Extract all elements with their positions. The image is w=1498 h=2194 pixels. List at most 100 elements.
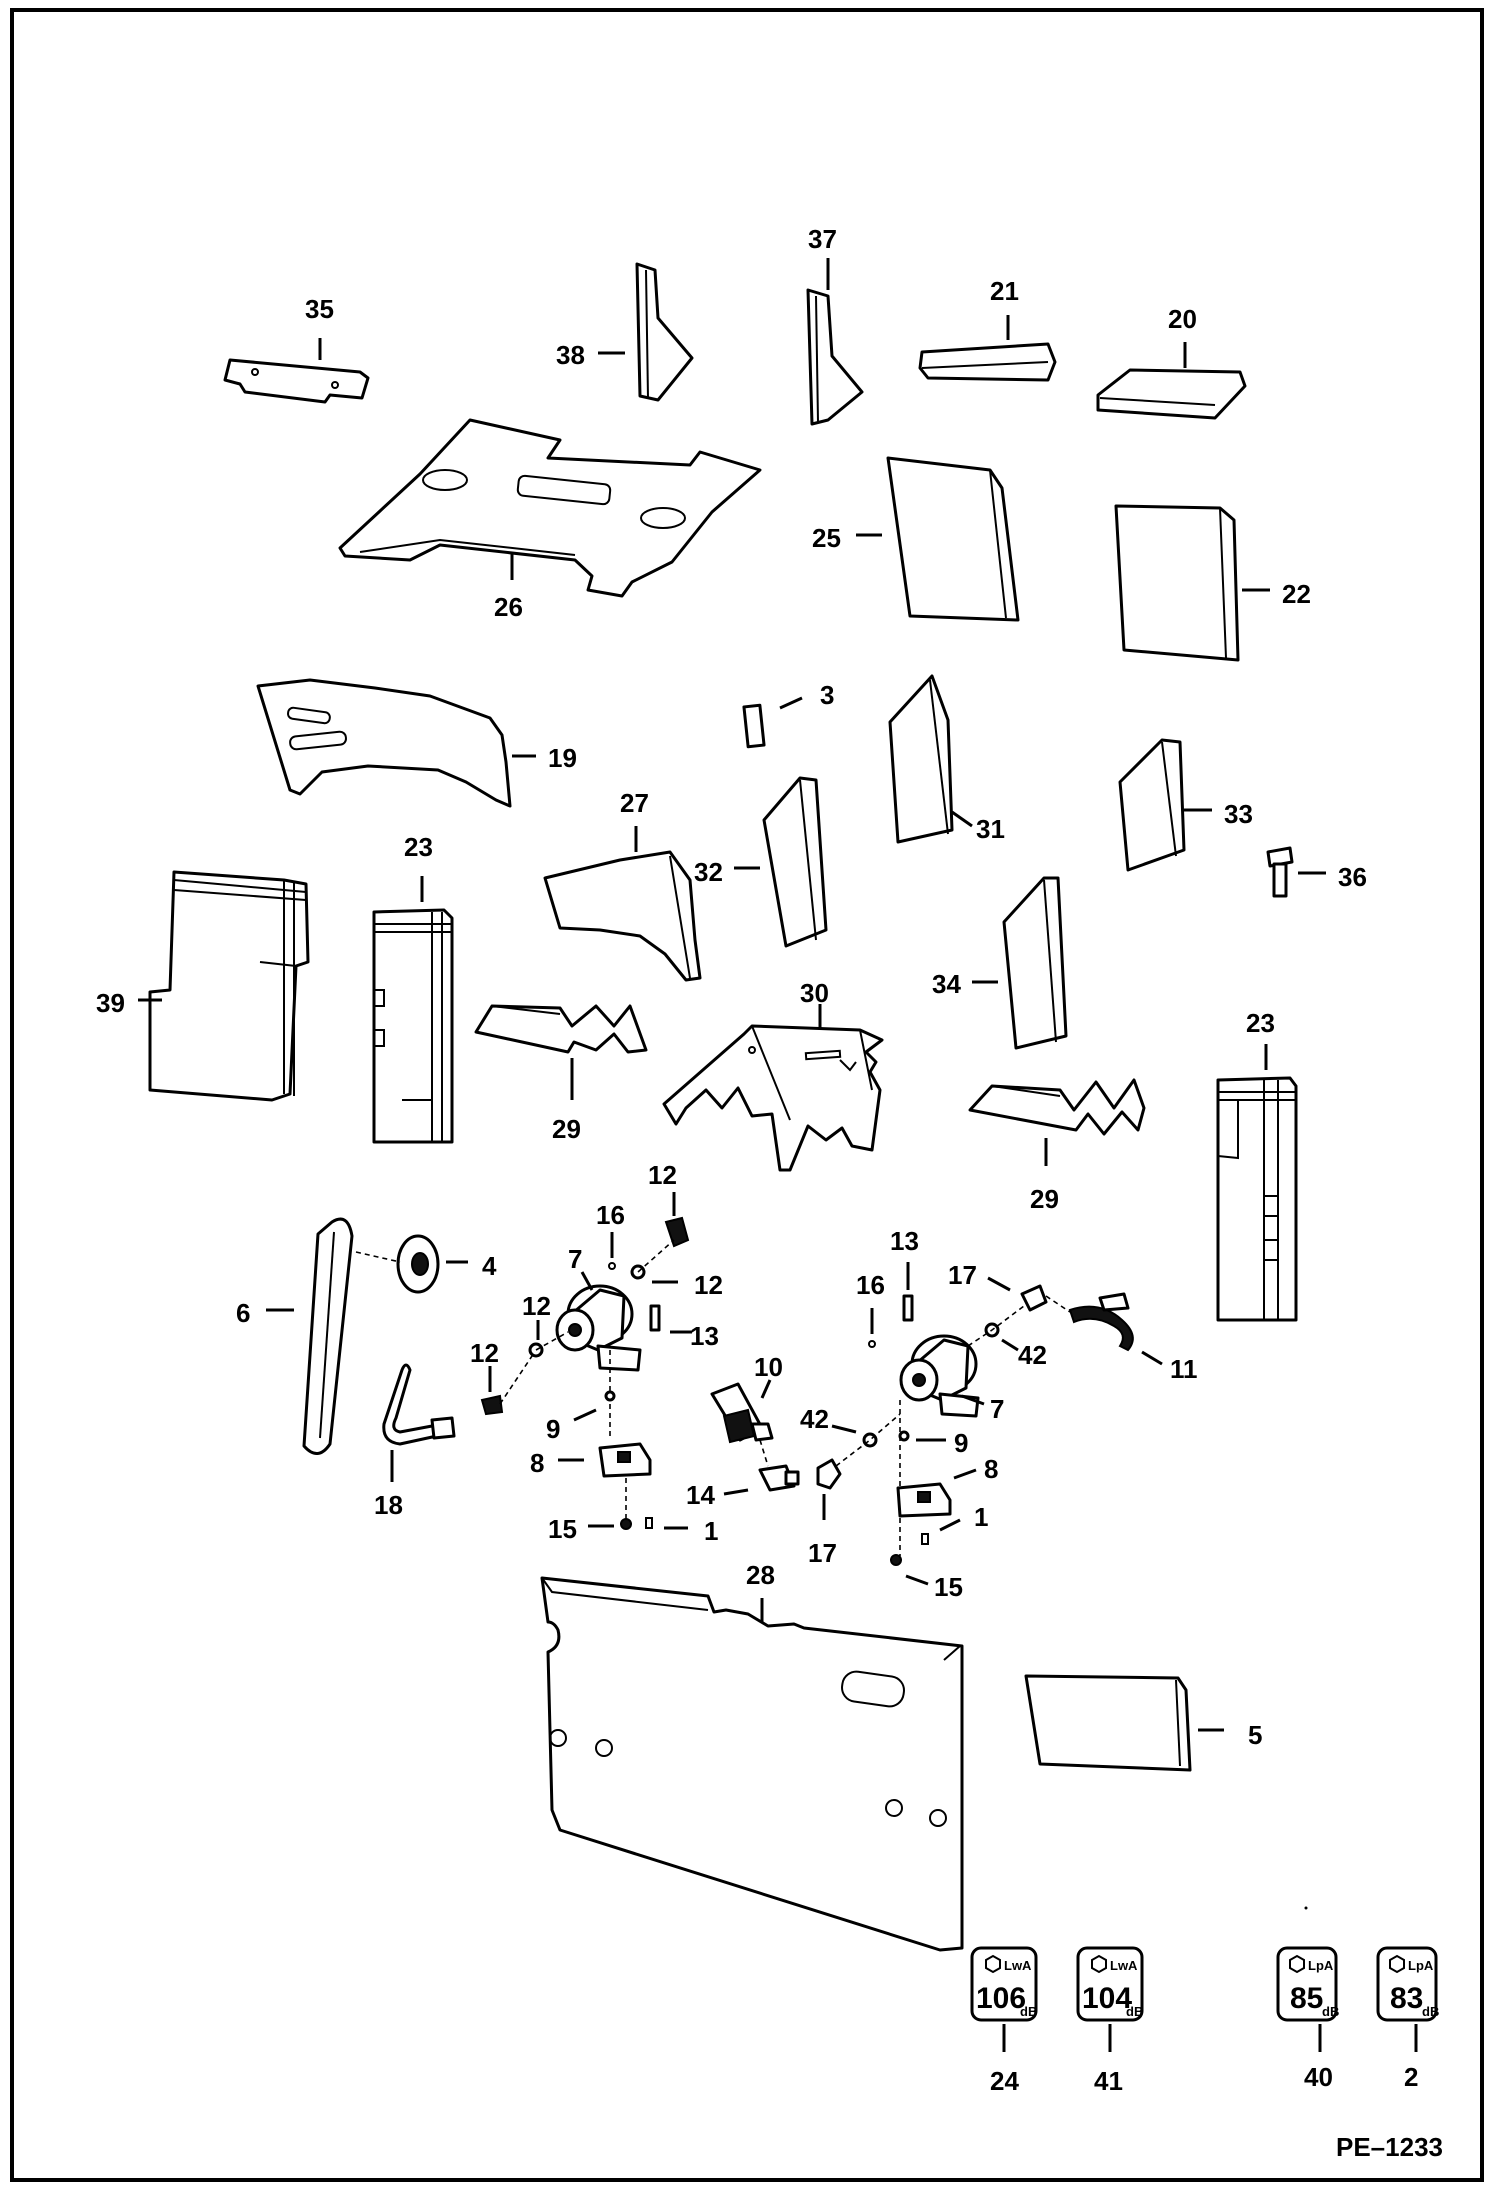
callout-27: 27 — [620, 788, 649, 818]
part-9-washer-left — [604, 1390, 616, 1402]
callout-15-left: 15 — [548, 1514, 577, 1544]
drawing-frame — [10, 8, 1484, 2182]
part-39-foam-stack — [148, 870, 310, 1102]
svg-text:dB: dB — [1422, 2004, 1439, 2019]
svg-text:LpA: LpA — [1408, 1958, 1434, 1973]
callout-39: 39 — [96, 988, 125, 1018]
decal-24: LwA 106 dB — [970, 1946, 1038, 2022]
callout-12-top: 12 — [648, 1160, 677, 1190]
callout-28: 28 — [746, 1560, 775, 1590]
part-28-door-panel — [540, 1576, 964, 1952]
part-26-floor-plate — [338, 418, 762, 598]
callout-42-left: 42 — [800, 1404, 829, 1434]
svg-text:106: 106 — [976, 1982, 1026, 2015]
decal-40: LpA 85 dB — [1276, 1946, 1339, 2022]
callout-34: 34 — [932, 969, 961, 999]
part-1-washer-right — [921, 1533, 929, 1545]
callout-32: 32 — [694, 857, 723, 887]
part-17-elbow-right — [1020, 1284, 1048, 1312]
part-23-foam-stack-left — [372, 908, 454, 1144]
part-1-washer-left — [645, 1517, 653, 1529]
callout-12-mid: 12 — [522, 1291, 551, 1321]
callout-13-right: 13 — [890, 1226, 919, 1256]
callout-23-left: 23 — [404, 832, 433, 862]
callout-17-upper: 17 — [948, 1260, 977, 1290]
callout-8-left: 8 — [530, 1448, 544, 1478]
callout-9-right: 9 — [954, 1428, 968, 1458]
svg-text:LwA: LwA — [1110, 1958, 1138, 1973]
part-38-panel — [635, 262, 694, 402]
callout-42-right: 42 — [1018, 1340, 1047, 1370]
part-32-panel — [762, 776, 828, 948]
part-19-guard — [256, 678, 512, 808]
callout-5: 5 — [1248, 1720, 1262, 1750]
part-16-bolt-right — [868, 1340, 876, 1348]
callout-19: 19 — [548, 743, 577, 773]
callout-18: 18 — [374, 1490, 403, 1520]
callout-1-left: 1 — [704, 1516, 718, 1546]
part-20-foam — [1096, 368, 1247, 420]
part-9-washer-right — [898, 1430, 910, 1442]
callout-7-right: 7 — [990, 1394, 1004, 1424]
callout-21: 21 — [990, 276, 1019, 306]
callout-22: 22 — [1282, 579, 1311, 609]
decal-41: LwA 104 dB — [1076, 1946, 1144, 2022]
callout-29-left: 29 — [552, 1114, 581, 1144]
callout-25: 25 — [812, 523, 841, 553]
callout-16-left: 16 — [596, 1200, 625, 1230]
part-35-bracket — [223, 358, 370, 404]
part-6-belt — [302, 1217, 354, 1455]
callout-9-left: 9 — [546, 1414, 560, 1444]
callout-3: 3 — [820, 680, 834, 710]
part-8-mount-right — [896, 1482, 952, 1518]
decal-2: LpA 83 dB — [1376, 1946, 1439, 2022]
part-14-valve-body — [758, 1464, 800, 1492]
callout-23-right: 23 — [1246, 1008, 1275, 1038]
callout-24: 24 — [990, 2066, 1019, 2096]
part-8-mount-left — [598, 1442, 652, 1478]
part-4-pulley — [396, 1234, 440, 1294]
callout-10: 10 — [754, 1352, 783, 1382]
callout-6: 6 — [236, 1298, 250, 1328]
svg-text:104: 104 — [1082, 1982, 1132, 2015]
callout-20: 20 — [1168, 304, 1197, 334]
part-15-bolt-right — [890, 1554, 902, 1566]
part-13-bolt-left — [649, 1304, 661, 1332]
callout-8-right: 8 — [984, 1454, 998, 1484]
callout-13-left: 13 — [690, 1321, 719, 1351]
callout-30: 30 — [800, 978, 829, 1008]
callout-36: 36 — [1338, 862, 1367, 892]
callout-7-left: 7 — [568, 1244, 582, 1274]
svg-text:83: 83 — [1390, 1982, 1423, 2015]
svg-text:LpA: LpA — [1308, 1958, 1334, 1973]
part-21-foam — [918, 342, 1057, 382]
callout-31: 31 — [976, 814, 1005, 844]
part-5-foam — [1024, 1674, 1192, 1772]
part-30-cover — [662, 1024, 884, 1172]
part-25-panel — [886, 456, 1020, 622]
callout-14: 14 — [686, 1480, 715, 1510]
svg-text:dB: dB — [1020, 2004, 1037, 2019]
part-22-panel — [1114, 504, 1240, 662]
part-17-elbow-left — [816, 1458, 842, 1490]
callout-40: 40 — [1304, 2062, 1333, 2092]
callout-37: 37 — [808, 224, 837, 254]
svg-text:85: 85 — [1290, 1982, 1323, 2015]
callout-12-right: 12 — [694, 1270, 723, 1300]
drawing-reference: PE–1233 — [1336, 2132, 1443, 2162]
callout-12-lower: 12 — [470, 1338, 499, 1368]
part-29-baffle-left — [474, 1004, 648, 1054]
svg-text:LwA: LwA — [1004, 1958, 1032, 1973]
part-34-panel — [1002, 876, 1068, 1050]
part-3-plate — [742, 703, 766, 749]
callout-38: 38 — [556, 340, 585, 370]
callout-17-lower: 17 — [808, 1538, 837, 1568]
callout-4: 4 — [482, 1251, 497, 1281]
part-7-right-pump — [899, 1334, 980, 1418]
svg-text:dB: dB — [1322, 2004, 1339, 2019]
part-15-bolt-left — [620, 1518, 632, 1530]
part-36-bolt — [1266, 846, 1294, 898]
callout-26: 26 — [494, 592, 523, 622]
part-10-valve — [710, 1382, 774, 1444]
